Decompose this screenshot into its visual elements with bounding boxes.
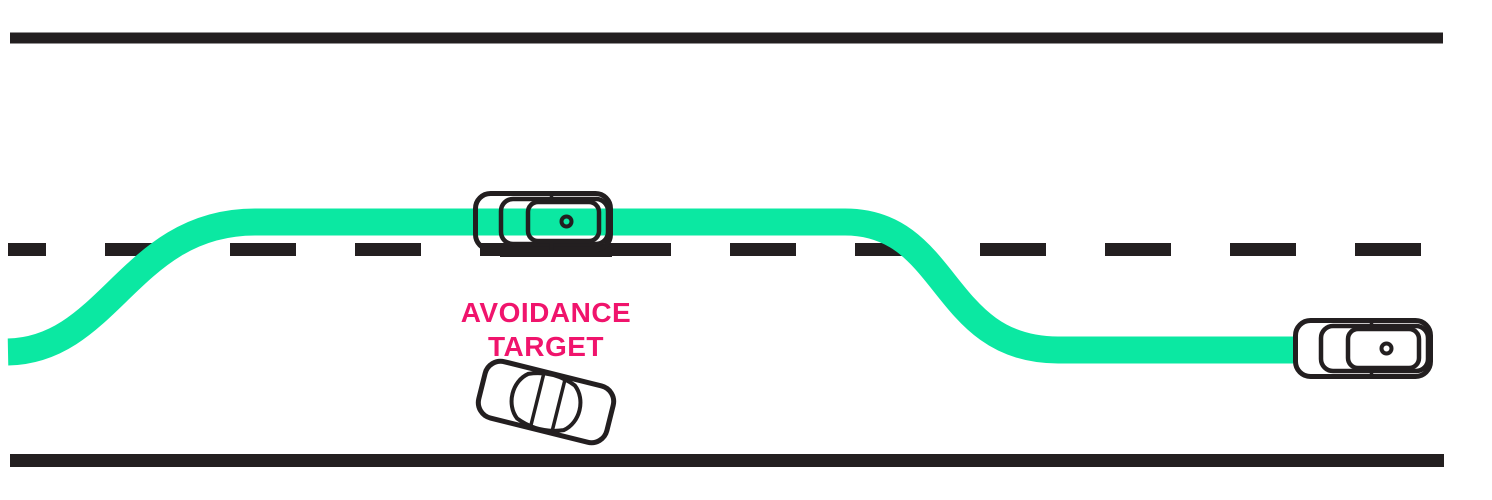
avoidance-target-vehicle-icon [475,358,617,446]
ego-vehicle-end-position-icon [1296,320,1431,378]
avoidance-target-label-line2: TARGET [488,331,604,362]
avoidance-trajectory [7,208,1298,366]
avoidance-target-label-line1: AVOIDANCE [461,297,631,328]
